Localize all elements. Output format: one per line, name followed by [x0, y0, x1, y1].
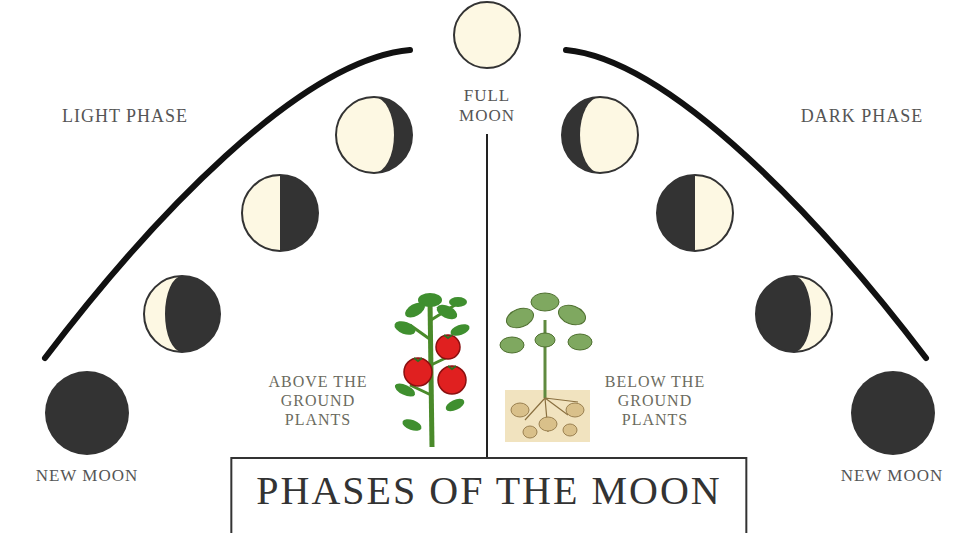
new-moon [851, 371, 935, 455]
title-text: PHASES OF THE MOON [256, 467, 721, 515]
first-quarter [242, 175, 318, 251]
waxing-gibbous [336, 97, 412, 173]
third-quarter [657, 175, 733, 251]
moon-label: NEW MOON [817, 466, 967, 486]
plant-label: BELOW THE GROUND PLANTS [595, 372, 715, 430]
tomato-plant [393, 293, 471, 447]
waxing-crescent [144, 276, 220, 352]
title-box: PHASES OF THE MOON [230, 457, 747, 533]
moon-label: NEW MOON [7, 466, 167, 486]
light-phase-arc [45, 50, 410, 358]
moon-label: FULL MOON [452, 86, 522, 127]
waning-gibbous [562, 97, 638, 173]
dark-phase-arc [566, 50, 926, 358]
full-moon [454, 2, 520, 68]
phase-label: LIGHT PHASE [25, 106, 225, 128]
divider-line [486, 134, 488, 457]
potato-plant [500, 293, 592, 442]
plant-label: ABOVE THE GROUND PLANTS [258, 372, 378, 430]
new-moon [45, 371, 129, 455]
phase-label: DARK PHASE [762, 106, 962, 128]
waning-crescent [756, 276, 832, 352]
